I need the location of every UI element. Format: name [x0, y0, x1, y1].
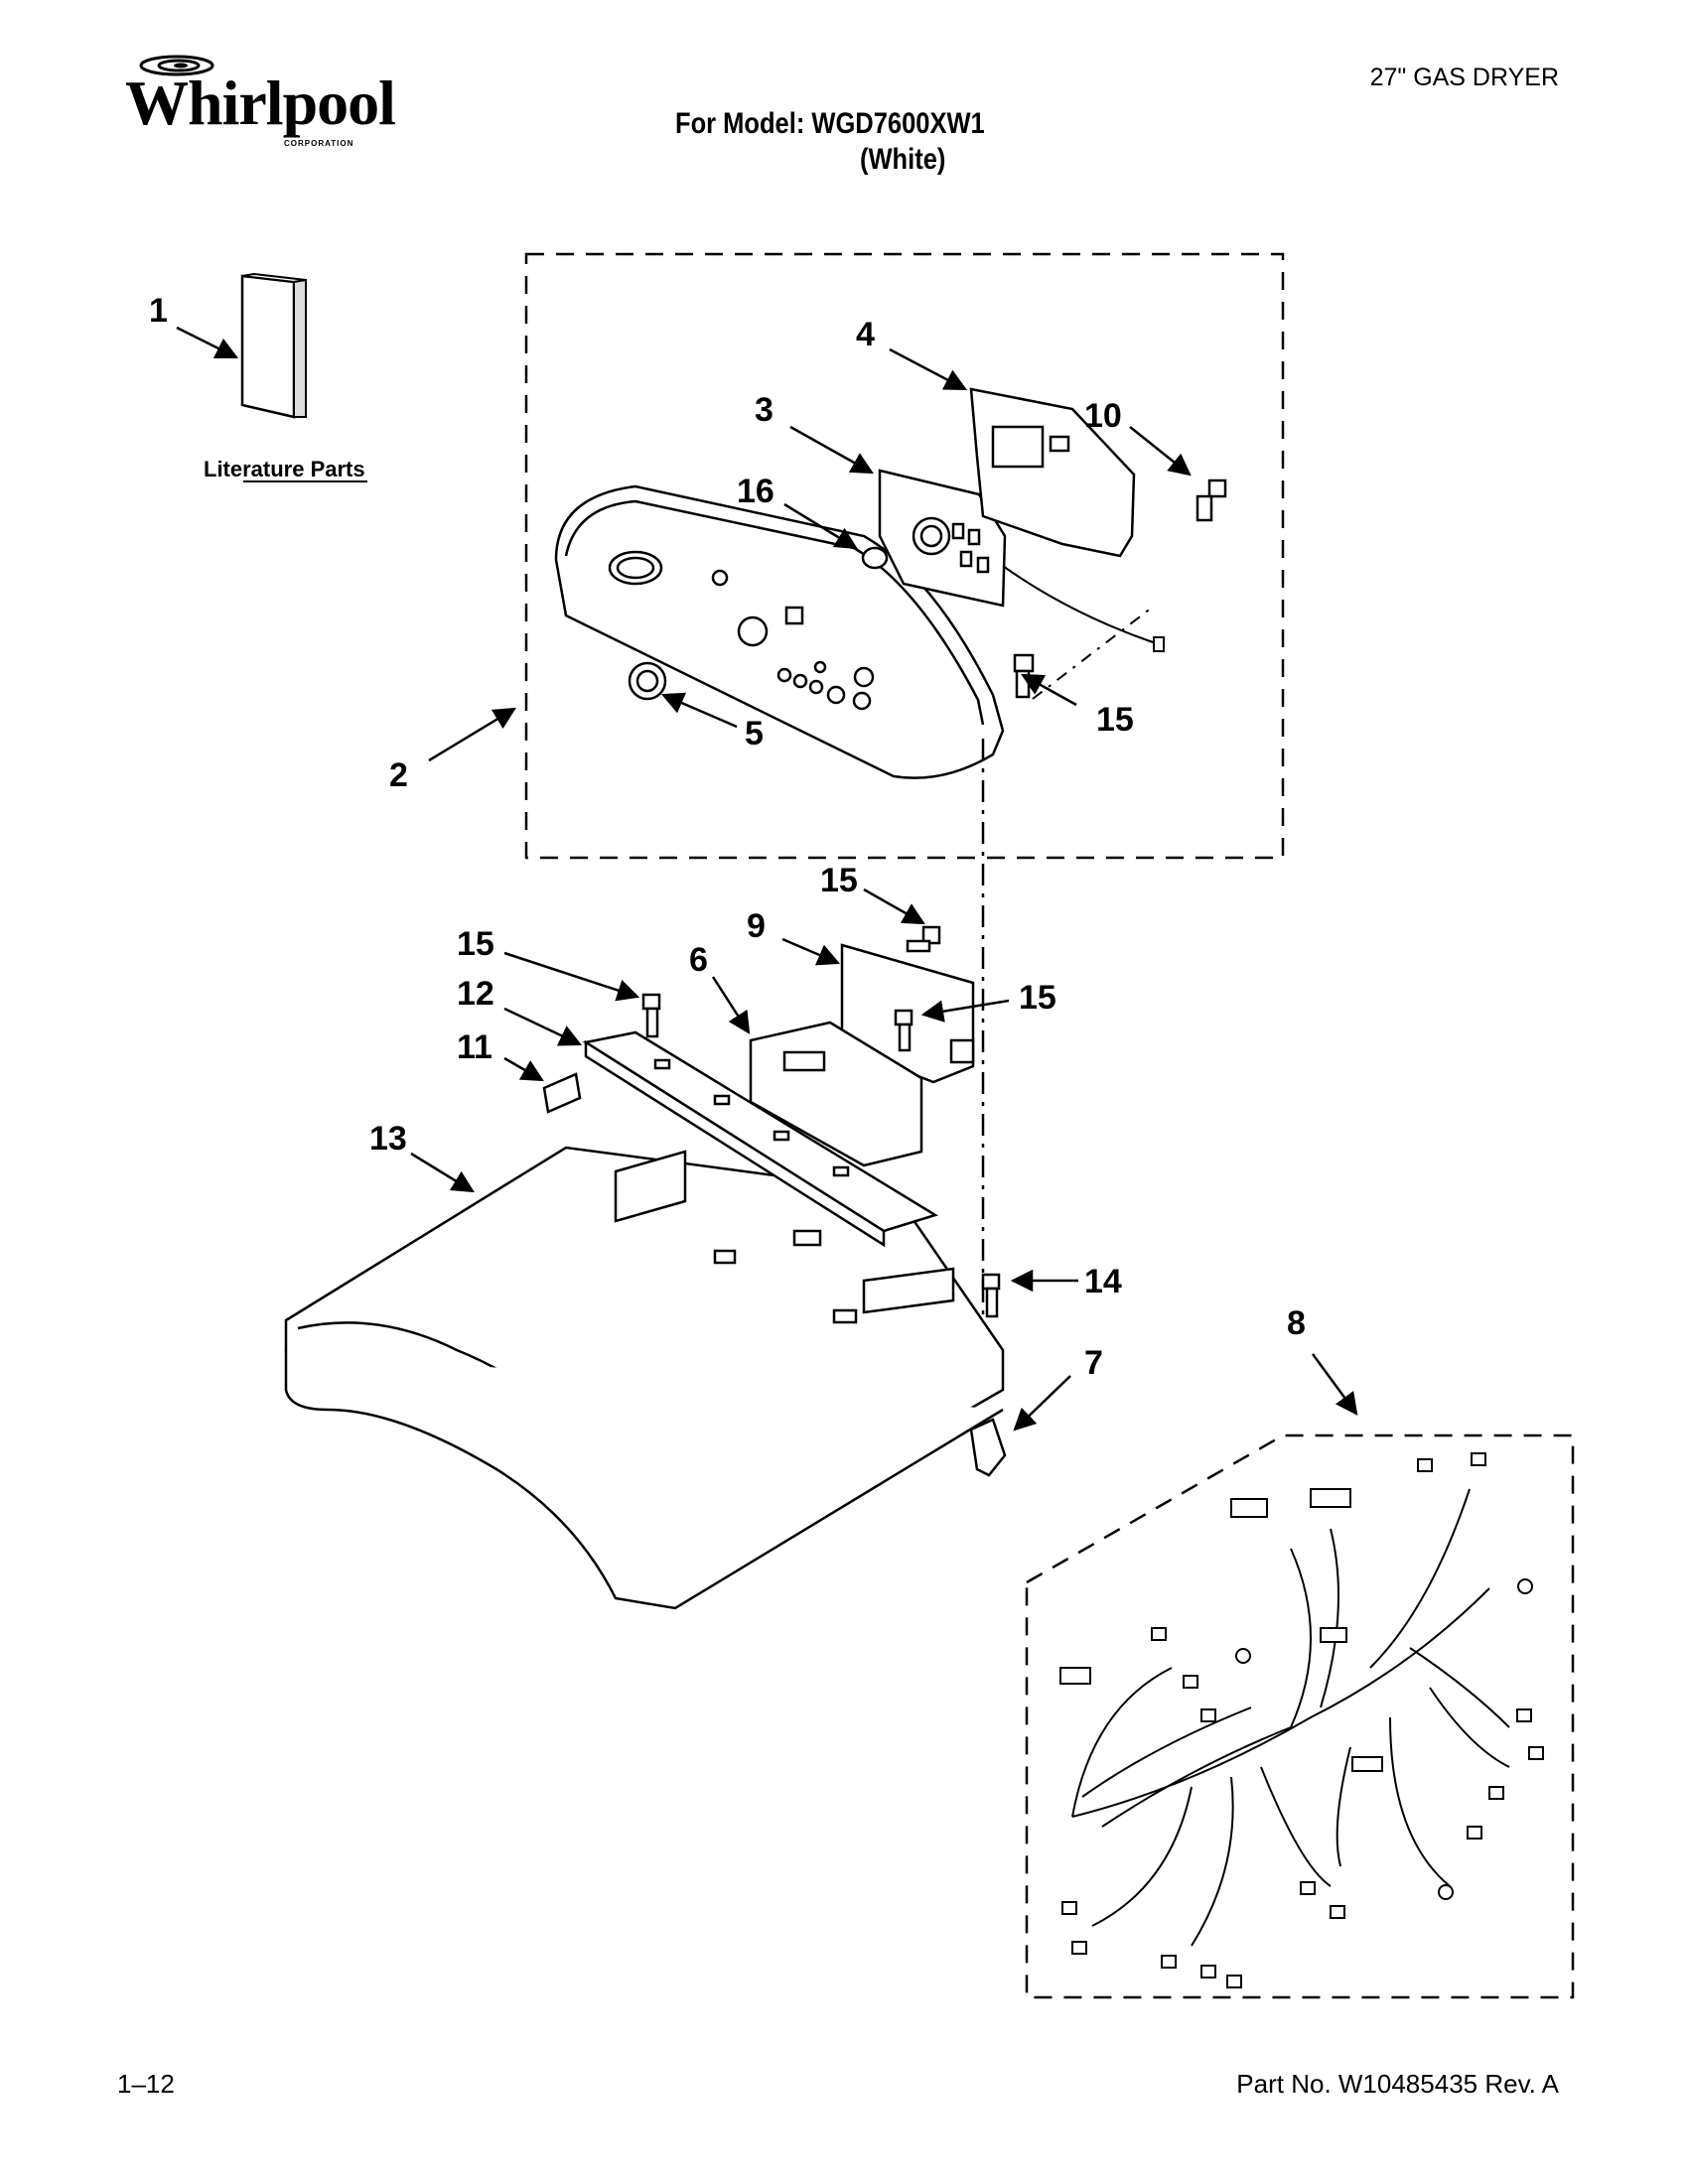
logo-swirl-icon [139, 55, 214, 76]
literature-parts-label: Literature Parts [204, 457, 365, 481]
brand-subtitle: CORPORATION [284, 139, 354, 148]
literature-booklet [240, 272, 307, 419]
callout-9: 9 [747, 907, 766, 945]
dryer-top [284, 1146, 1005, 1610]
hinge-foot [969, 1418, 1007, 1477]
page-number: 1–12 [117, 2069, 175, 2099]
callout-10: 10 [1084, 397, 1122, 435]
ui-housing [969, 387, 1136, 558]
harness-boundary [1025, 1433, 1575, 1999]
callout-12: 12 [457, 975, 494, 1013]
brand-name: Whirlpool [125, 68, 396, 138]
callout-14: 14 [1084, 1263, 1122, 1300]
callout-8: 8 [1287, 1304, 1306, 1342]
leader-arrows [176, 326, 1358, 1432]
callout-3: 3 [755, 391, 774, 429]
callout-15-rail: 15 [457, 925, 494, 963]
callout-15-console: 15 [1096, 701, 1134, 739]
board-wire [1002, 565, 1163, 646]
alignment-guide [1032, 607, 1153, 700]
screw [641, 993, 661, 1038]
console-assembly-boundary [524, 252, 1285, 860]
harness-connector [1059, 1452, 1544, 1988]
part-number: Part No. W10485435 Rev. A [1236, 2069, 1559, 2099]
clip [542, 1072, 582, 1114]
callout-7: 7 [1084, 1344, 1103, 1382]
callout-5: 5 [745, 715, 764, 752]
console-ring [861, 546, 889, 570]
callout-16: 16 [737, 473, 774, 510]
callout-11: 11 [457, 1028, 492, 1066]
callout-15-bracket-top: 15 [820, 862, 858, 899]
whirlpool-logo: Whirlpool CORPORATION [117, 50, 396, 159]
screw [1196, 478, 1227, 522]
screw [981, 1273, 1001, 1318]
product-type: 27" GAS DRYER [1369, 64, 1559, 91]
callout-6: 6 [689, 941, 708, 979]
screw [894, 1009, 914, 1052]
callout-15-bracket: 15 [1019, 979, 1056, 1017]
callout-13: 13 [369, 1120, 407, 1158]
model-variant: (White) [860, 143, 946, 176]
callout-4: 4 [856, 316, 875, 353]
user-interface-board [878, 469, 1007, 608]
board-connector [1153, 636, 1165, 652]
callout-2: 2 [389, 756, 408, 794]
callout-1: 1 [149, 292, 168, 330]
machine-control [749, 1021, 923, 1167]
model-title: For Model: WGD7600XW1 [675, 107, 985, 140]
console-rail [582, 1030, 939, 1248]
control-knob [628, 661, 667, 701]
wire-harness [1071, 1488, 1510, 1947]
screw [906, 925, 941, 953]
